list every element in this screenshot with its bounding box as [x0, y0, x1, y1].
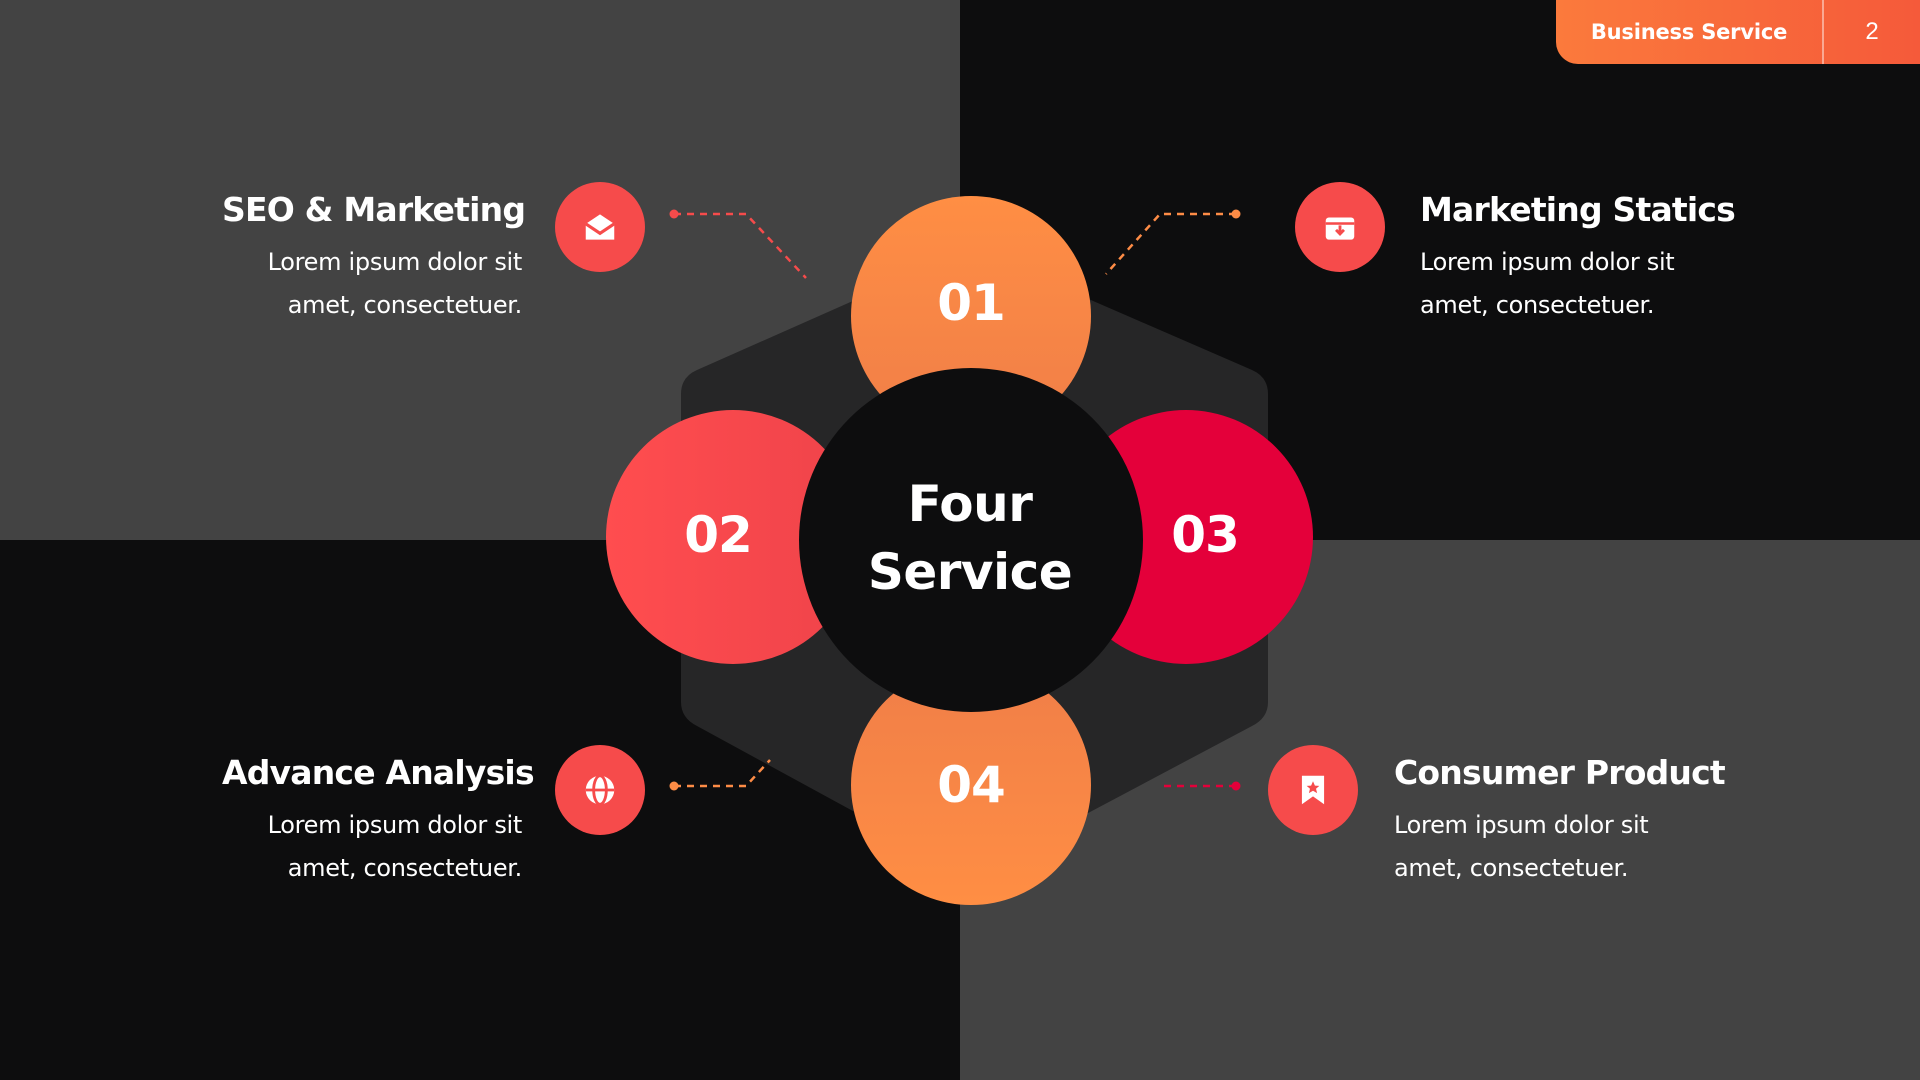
- item-description-line1: Lorem ipsum dolor sit: [1394, 811, 1649, 839]
- item-description-line2: amet, consectetuer.: [1420, 291, 1655, 319]
- item-description-line1: Lorem ipsum dolor sit: [267, 248, 523, 276]
- connector-dot-seo: [669, 209, 679, 219]
- globe-icon: [585, 774, 615, 806]
- item-description-line2: amet, consectetuer.: [287, 291, 523, 319]
- consumer-product-icon-badge: [1268, 745, 1358, 835]
- petal-number-03: 03: [1171, 506, 1240, 564]
- item-description: Lorem ipsum dolor sit amet, consectetuer…: [1420, 241, 1720, 327]
- archive-box-icon: [1325, 217, 1355, 240]
- connector-dot-consumer-product: [1231, 781, 1241, 791]
- item-description-line2: amet, consectetuer.: [287, 854, 523, 882]
- connector-seo: [674, 212, 807, 279]
- petal-02: [606, 410, 860, 664]
- center-title-line2: Service: [867, 543, 1073, 601]
- advance-analysis-icon-badge: [555, 745, 645, 835]
- header-title: Business Service: [1590, 20, 1788, 44]
- item-title: Consumer Product: [1394, 753, 1726, 792]
- connector-dot-marketing-statics: [1231, 209, 1241, 219]
- bookmark-star-icon: [1301, 775, 1325, 805]
- page-number: 2: [1865, 18, 1879, 45]
- marketing-statics-icon-badge: [1295, 182, 1385, 272]
- connector-dot-advance-analysis: [669, 781, 679, 791]
- connector-marketing-statics: [1105, 212, 1236, 275]
- item-description-line2: amet, consectetuer.: [1394, 854, 1629, 882]
- item-seo-marketing: SEO & Marketing Lorem ipsum dolor sit am…: [222, 190, 526, 327]
- header-tab: Business Service 2: [1556, 0, 1920, 64]
- center-title: Four Service: [860, 470, 1080, 606]
- item-marketing-statics: Marketing Statics Lorem ipsum dolor sit …: [1420, 190, 1736, 327]
- petal-01: [851, 196, 1091, 436]
- envelope-icon: [584, 214, 616, 240]
- item-description-line1: Lorem ipsum dolor sit: [1420, 248, 1675, 276]
- connector-advance-analysis: [674, 759, 771, 788]
- item-title: SEO & Marketing: [222, 190, 526, 229]
- petal-number-04: 04: [937, 756, 1006, 814]
- header-divider: [1822, 0, 1824, 64]
- item-title: Advance Analysis: [222, 753, 535, 792]
- item-title: Marketing Statics: [1420, 190, 1736, 229]
- item-description-line1: Lorem ipsum dolor sit: [267, 811, 523, 839]
- center-circle: [799, 368, 1143, 712]
- item-description: Lorem ipsum dolor sit amet, consectetuer…: [1394, 804, 1694, 890]
- seo-icon-badge: [555, 182, 645, 272]
- petal-number-02: 02: [684, 506, 753, 564]
- item-description: Lorem ipsum dolor sit amet, consectetuer…: [222, 804, 523, 890]
- center-title-line1: Four: [907, 475, 1033, 533]
- petal-04: [851, 665, 1091, 905]
- item-description: Lorem ipsum dolor sit amet, consectetuer…: [222, 241, 523, 327]
- item-consumer-product: Consumer Product Lorem ipsum dolor sit a…: [1394, 753, 1726, 890]
- item-advance-analysis: Advance Analysis Lorem ipsum dolor sit a…: [222, 753, 535, 890]
- petal-number-01: 01: [937, 274, 1006, 332]
